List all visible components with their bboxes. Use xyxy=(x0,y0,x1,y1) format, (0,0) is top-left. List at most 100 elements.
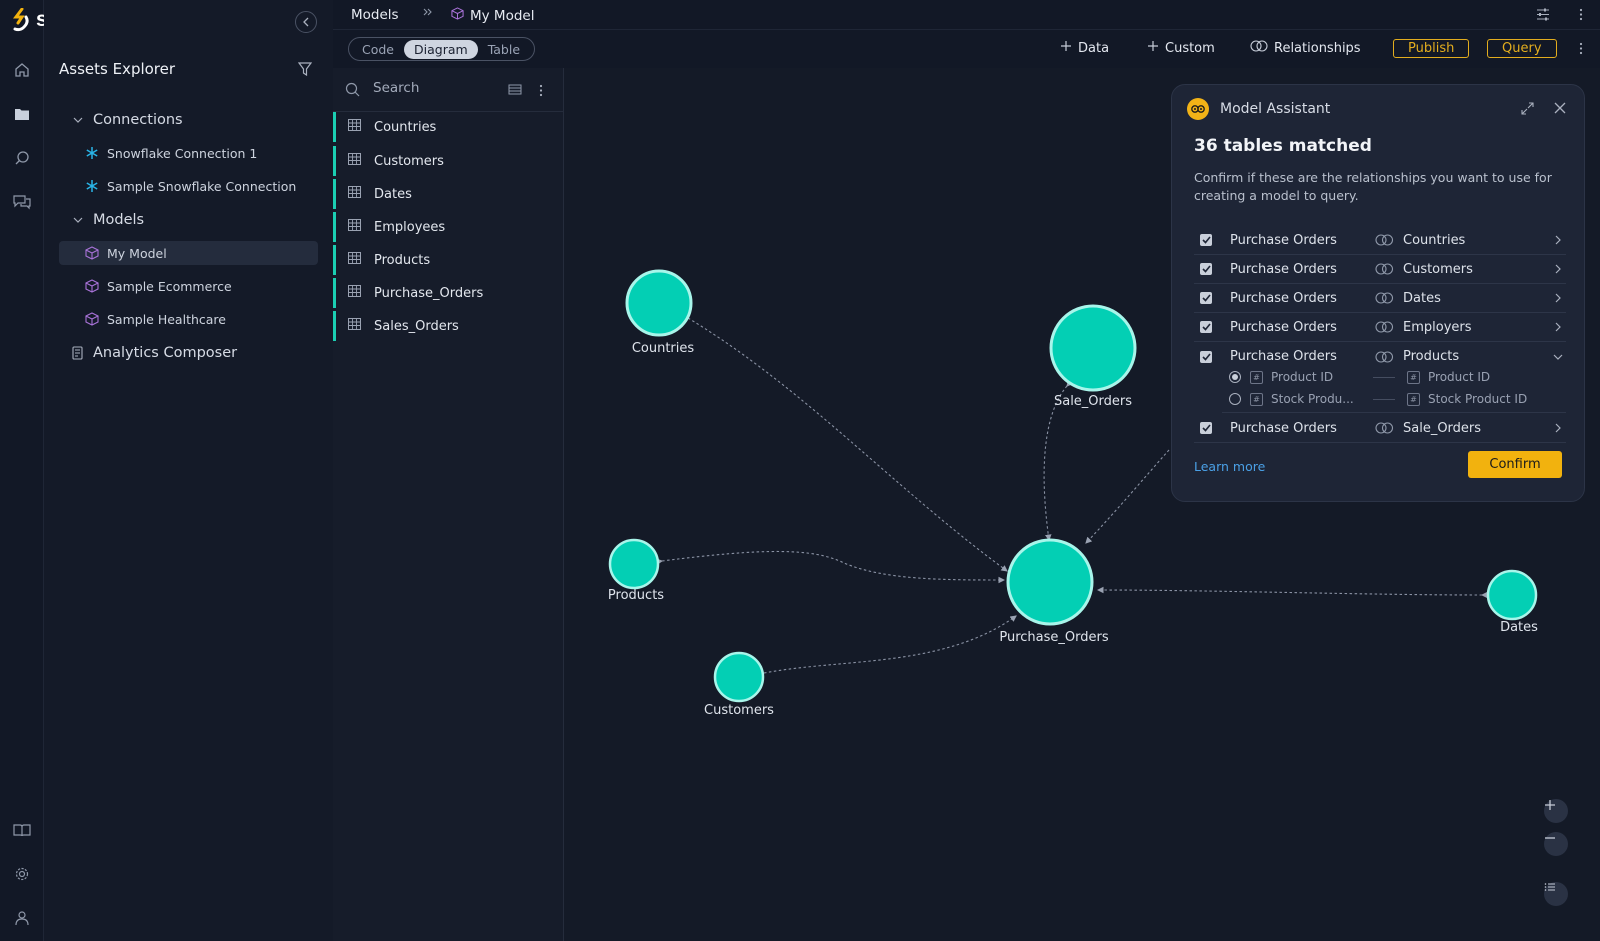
relationship-checkbox[interactable] xyxy=(1200,321,1212,333)
connection-item[interactable]: Snowflake Connection 1 xyxy=(59,141,257,165)
analytics-composer-label: Analytics Composer xyxy=(93,345,238,361)
key-mapping-row[interactable]: #Product ID#Product ID xyxy=(1229,366,1569,388)
key-left-field: Stock Produ... xyxy=(1271,392,1354,406)
table-list-item[interactable]: Products xyxy=(333,245,564,275)
node-customers[interactable] xyxy=(713,651,765,703)
chevron-right-icon[interactable] xyxy=(1550,264,1566,274)
assets-explorer-title: Assets Explorer xyxy=(59,60,176,78)
view-tab-diagram[interactable]: Diagram xyxy=(404,39,478,59)
connections-label: Connections xyxy=(93,112,183,128)
view-tab-table[interactable]: Table xyxy=(487,41,521,57)
model-item[interactable]: Sample Healthcare xyxy=(59,307,226,331)
folder-icon[interactable] xyxy=(12,104,32,124)
gear-icon[interactable] xyxy=(12,864,32,884)
more-vertical-icon[interactable] xyxy=(1579,42,1583,59)
publish-button[interactable]: Publish xyxy=(1393,39,1470,58)
plus-icon xyxy=(1545,800,1555,810)
model-item-my-model[interactable]: My Model xyxy=(59,241,318,265)
confirm-button[interactable]: Confirm xyxy=(1468,451,1562,478)
expand-icon[interactable] xyxy=(1521,102,1534,119)
breadcrumb-separator-icon xyxy=(423,7,433,17)
assets-explorer-panel: Assets Explorer Connections Snowflake Co… xyxy=(44,0,333,941)
breadcrumb-current: My Model xyxy=(451,7,534,24)
relationship-checkbox[interactable] xyxy=(1200,422,1212,434)
chevron-right-icon[interactable] xyxy=(1550,423,1566,433)
model-assistant-panel: Model Assistant 36 tables matched Confir… xyxy=(1171,84,1585,502)
analytics-composer-item[interactable]: Analytics Composer xyxy=(59,341,237,365)
table-list-item[interactable]: Sales_Orders xyxy=(333,311,564,341)
breadcrumb-models[interactable]: Models xyxy=(351,7,399,23)
edge-countries xyxy=(681,312,1008,572)
node-purchase-orders[interactable] xyxy=(1006,538,1094,626)
add-data-button[interactable]: Data xyxy=(1060,40,1109,56)
chevron-down-icon xyxy=(71,117,85,123)
model-label: Sample Healthcare xyxy=(107,311,226,327)
query-button[interactable]: Query xyxy=(1487,39,1557,58)
assistant-description: Confirm if these are the relationships y… xyxy=(1194,170,1552,203)
user-icon[interactable] xyxy=(12,908,32,928)
view-tab-code[interactable]: Code xyxy=(362,41,395,57)
minus-icon xyxy=(1545,837,1555,839)
relationship-checkbox[interactable] xyxy=(1200,350,1212,363)
relationship-checkbox[interactable] xyxy=(1200,234,1212,246)
settings-sliders-icon[interactable] xyxy=(1536,8,1550,25)
key-radio[interactable] xyxy=(1229,393,1241,405)
learn-more-link[interactable]: Learn more xyxy=(1194,459,1266,474)
cube-icon xyxy=(451,7,464,24)
legend-list-button[interactable] xyxy=(1544,882,1568,906)
chevron-down-icon[interactable] xyxy=(1550,354,1566,360)
model-item[interactable]: Sample Ecommerce xyxy=(59,274,232,298)
more-vertical-icon[interactable] xyxy=(1579,8,1583,25)
chat-icon[interactable] xyxy=(12,192,32,212)
node-products[interactable] xyxy=(608,538,660,590)
node-label-dates: Dates xyxy=(1500,620,1538,635)
table-list-item[interactable]: Dates xyxy=(333,179,564,209)
chevron-right-icon[interactable] xyxy=(1550,235,1566,245)
relationships-button[interactable]: Relationships xyxy=(1250,40,1361,56)
key-mapping-row[interactable]: #Stock Produ...#Stock Product ID xyxy=(1229,388,1569,410)
link-rings-icon xyxy=(1375,263,1394,275)
table-list-item[interactable]: Employees xyxy=(333,212,564,242)
table-list-item[interactable]: Customers xyxy=(333,146,564,176)
zoom-in-button[interactable] xyxy=(1544,799,1568,823)
home-icon[interactable] xyxy=(12,60,32,80)
key-radio[interactable] xyxy=(1229,371,1241,383)
assistant-owl-icon xyxy=(1187,98,1209,120)
chevron-down-icon xyxy=(71,217,85,223)
filter-icon[interactable] xyxy=(297,62,313,80)
models-section[interactable]: Models xyxy=(59,208,144,232)
key-right-field: Stock Product ID xyxy=(1428,392,1528,406)
zoom-out-button[interactable] xyxy=(1544,832,1568,856)
nav-rail xyxy=(0,0,44,941)
relationship-checkbox[interactable] xyxy=(1200,292,1212,304)
search-icon xyxy=(345,82,360,101)
collapse-sidebar-button[interactable] xyxy=(295,11,317,33)
table-list-item[interactable]: Countries xyxy=(333,112,564,142)
node-dates[interactable] xyxy=(1486,569,1538,621)
view-switcher: Code Diagram Table xyxy=(348,37,535,61)
connection-item[interactable]: Sample Snowflake Connection xyxy=(59,174,296,198)
book-icon[interactable] xyxy=(12,820,32,840)
table-search[interactable]: Search xyxy=(333,68,564,112)
more-vertical-icon[interactable] xyxy=(539,84,543,101)
table-name: Customers xyxy=(374,153,444,169)
connections-section[interactable]: Connections xyxy=(59,108,183,132)
edge-sale-orders xyxy=(1043,379,1074,542)
relationship-checkbox[interactable] xyxy=(1200,263,1212,275)
table-list-item[interactable]: Purchase_Orders xyxy=(333,278,564,308)
add-custom-button[interactable]: Custom xyxy=(1147,40,1215,56)
chevron-right-icon[interactable] xyxy=(1550,322,1566,332)
node-sale-orders[interactable] xyxy=(1049,304,1137,392)
node-countries[interactable] xyxy=(625,269,693,337)
list-view-icon[interactable] xyxy=(508,84,522,99)
chevron-right-icon[interactable] xyxy=(1550,293,1566,303)
search-icon[interactable] xyxy=(12,148,32,168)
relationship-source: Purchase Orders xyxy=(1230,261,1337,277)
close-icon[interactable] xyxy=(1554,102,1566,118)
